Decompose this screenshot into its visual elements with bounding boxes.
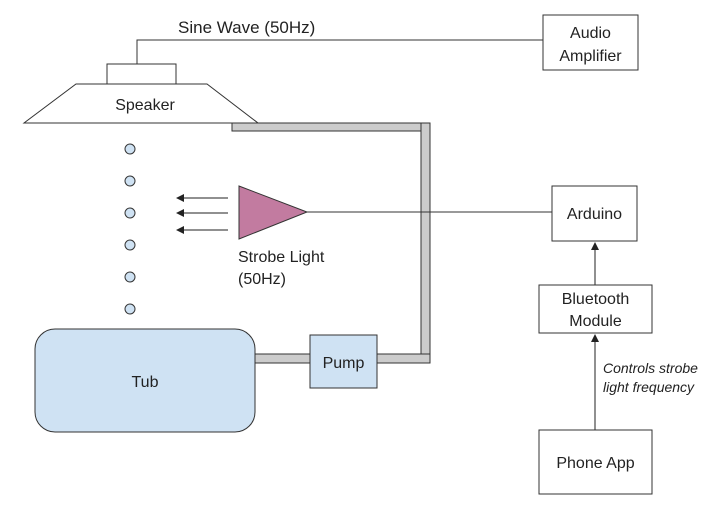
droplet	[124, 271, 136, 283]
speaker-magnet	[106, 63, 177, 85]
droplet	[124, 303, 136, 315]
speaker[interactable]: Speaker	[22, 63, 260, 124]
speaker-cone	[22, 83, 260, 124]
phone-app-box[interactable]: Phone App	[538, 429, 653, 495]
audio-amplifier-label-line1: Audio	[570, 25, 611, 42]
droplet	[124, 207, 136, 219]
pump-label: Pump	[323, 355, 365, 372]
water-droplets	[124, 143, 136, 315]
droplet	[124, 175, 136, 187]
tub-label: Tub	[132, 374, 159, 391]
bluetooth-module-label-line2: Module	[569, 313, 622, 330]
controls-label-line2: light frequency	[603, 379, 695, 395]
strobe-light[interactable]	[238, 185, 309, 240]
arduino-box[interactable]: Arduino	[551, 185, 638, 242]
bluetooth-module-label-line1: Bluetooth	[562, 291, 630, 308]
controls-label-line1: Controls strobe	[603, 360, 698, 376]
pipe-bottom-right	[376, 353, 431, 364]
sine-wave-wire	[136, 39, 543, 64]
audio-amplifier-box[interactable]: Audio Amplifier	[542, 14, 639, 71]
pipe-right	[420, 122, 431, 364]
bluetooth-module-box[interactable]: Bluetooth Module	[538, 284, 653, 334]
sine-wave-label: Sine Wave (50Hz)	[178, 18, 315, 37]
pipe-system	[231, 122, 431, 364]
droplet	[124, 143, 136, 155]
strobe-light-icon	[238, 185, 309, 240]
tub[interactable]: Tub	[34, 328, 256, 433]
pump[interactable]: Pump	[309, 334, 378, 389]
light-arrows	[176, 194, 228, 234]
strobe-light-label-line1: Strobe Light	[238, 249, 325, 266]
phone-app-label: Phone App	[556, 455, 634, 472]
arduino-label: Arduino	[567, 206, 622, 223]
speaker-label: Speaker	[115, 97, 175, 114]
pipe-top	[231, 122, 430, 132]
pipe-tub-to-pump	[254, 353, 311, 364]
audio-amplifier-label-line2: Amplifier	[559, 48, 622, 65]
droplet	[124, 239, 136, 251]
strobe-light-label-line2: (50Hz)	[238, 271, 286, 288]
